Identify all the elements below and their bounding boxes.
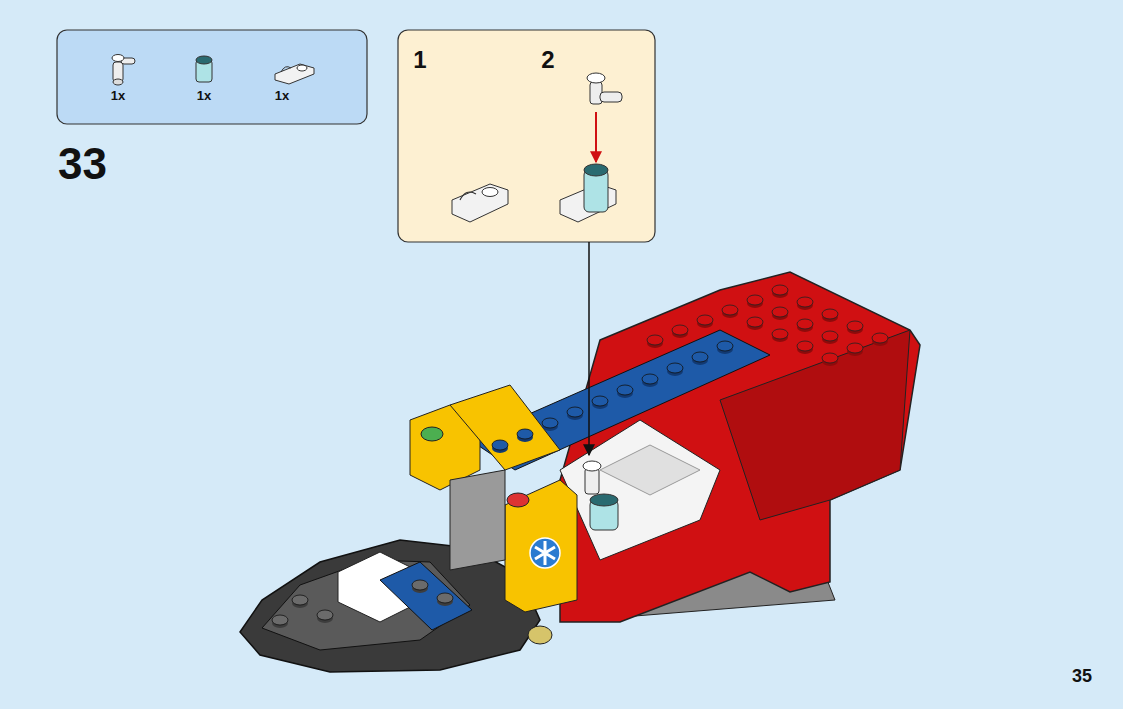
step-number: 33 <box>58 142 107 186</box>
part-clip <box>112 55 135 86</box>
text: 1 <box>413 48 426 72</box>
text: 1x <box>197 89 211 102</box>
substep-panel: 12 <box>398 30 655 242</box>
parts-panel: 1x 1x 1x <box>57 30 367 124</box>
boat-model <box>240 272 920 672</box>
substep-panel <box>398 30 655 242</box>
text: 1x <box>275 89 289 102</box>
parts-panel <box>57 30 367 124</box>
text: 2 <box>541 48 554 72</box>
page-number: 35 <box>1072 667 1092 685</box>
part-plate-clip <box>275 64 314 84</box>
substep-2-part <box>560 73 622 222</box>
substep-1-part <box>452 184 508 222</box>
leader-arrow <box>588 242 590 455</box>
text: 1x <box>111 89 125 102</box>
part-round-brick <box>196 56 212 82</box>
